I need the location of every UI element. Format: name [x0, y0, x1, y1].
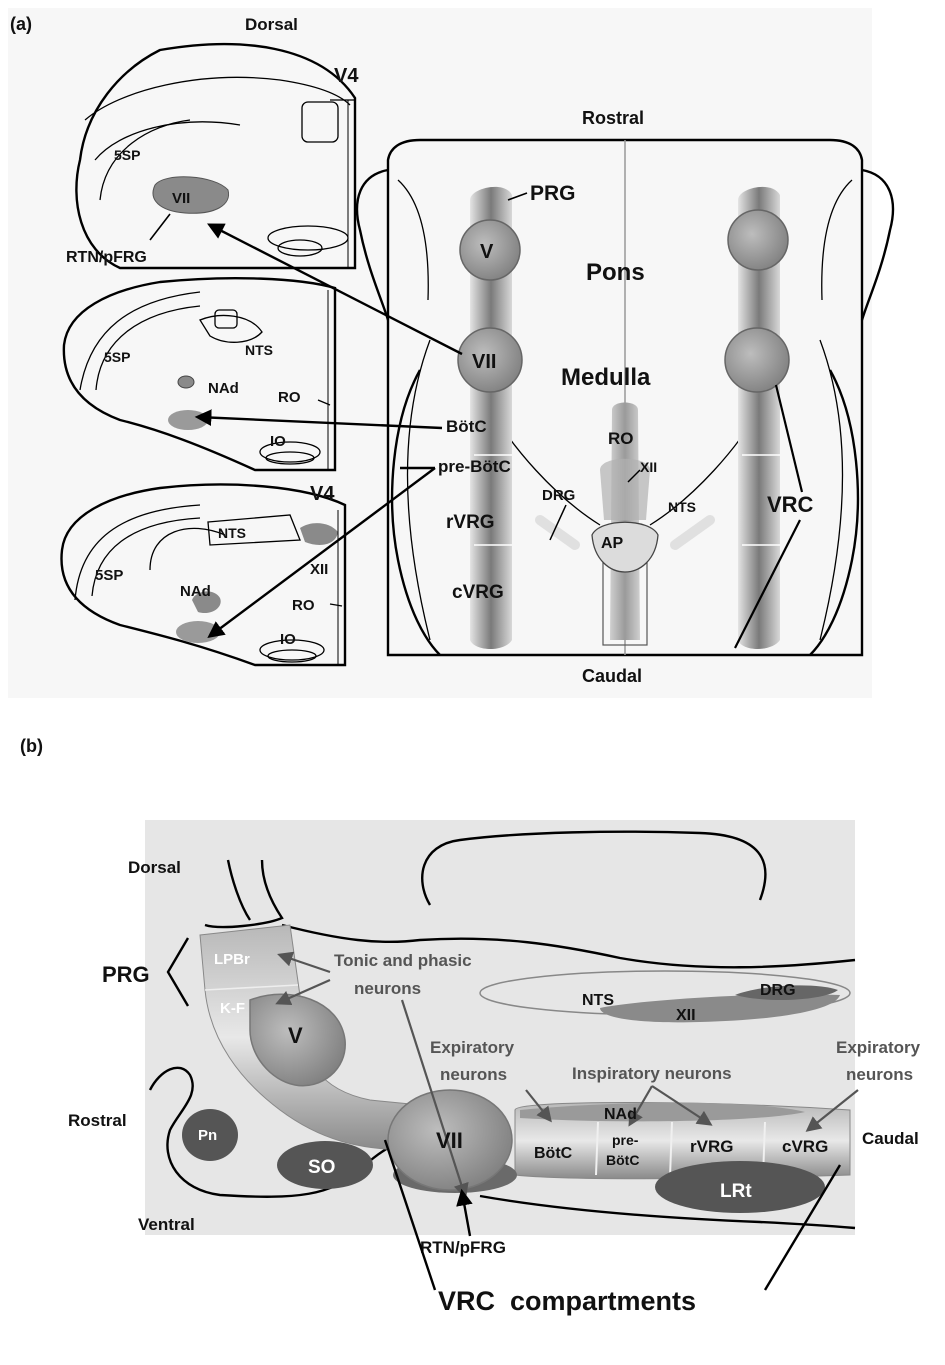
ventral-label-b: Ventral	[138, 1215, 195, 1234]
section-1-5sp-label: 5SP	[114, 147, 140, 163]
prebotc-label-a: pre-BötC	[438, 457, 511, 476]
dorsal-label-b: Dorsal	[128, 858, 181, 877]
botc-label-b: BötC	[534, 1145, 573, 1162]
so-label: SO	[308, 1157, 335, 1178]
inspiratory-label: Inspiratory neurons	[572, 1064, 732, 1083]
caudal-label-a: Caudal	[582, 666, 642, 686]
section-3-xii-label: XII	[310, 561, 328, 578]
right-vii-nucleus	[725, 328, 789, 392]
section-3-nad-label: NAd	[180, 583, 211, 600]
xii-label-a: XII	[640, 459, 657, 475]
caudal-label-b: Caudal	[862, 1129, 919, 1148]
section-2-nad-label: NAd	[208, 380, 239, 397]
cvrg-label-b: cVRG	[782, 1137, 828, 1156]
rvrg-label-b: rVRG	[690, 1137, 733, 1156]
right-v-nucleus	[728, 210, 788, 270]
kf-label: K-F	[220, 1000, 245, 1017]
nad-label-b: NAd	[604, 1106, 637, 1123]
section-1-rtn-label: RTN/pFRG	[66, 249, 147, 266]
section-2-io-label: IO	[270, 433, 286, 450]
panel-b: (b) Dorsal PRG LPBr	[20, 736, 921, 1316]
section-2-nad-dot	[178, 376, 194, 388]
prg-label-b: PRG	[102, 962, 150, 987]
section-3-ro-label: RO	[292, 597, 315, 614]
section-3-v4-label: V4	[310, 483, 335, 505]
section-3-io-label: IO	[280, 631, 296, 648]
section-2-5sp-label: 5SP	[104, 349, 130, 365]
rvrg-label-a: rVRG	[446, 512, 495, 533]
vrc-label-a: VRC	[767, 492, 814, 517]
vii-label-b: VII	[436, 1128, 463, 1153]
botc-label-a: BötC	[446, 417, 487, 436]
nts-label-b: NTS	[582, 992, 614, 1009]
panel-b-tag: (b)	[20, 736, 43, 756]
xii-label-b: XII	[676, 1007, 696, 1024]
pons-label: Pons	[586, 259, 645, 286]
panel-a: (a) Dorsal V4 5SP VII RTN/pFRG	[8, 8, 893, 698]
exp-left-label-2: neurons	[440, 1065, 507, 1084]
prebotc-label-b-1: pre-	[612, 1132, 639, 1148]
nts-label-a: NTS	[668, 499, 696, 515]
lrt-label: LRt	[720, 1181, 752, 1202]
section-1-v4-label: V4	[334, 65, 359, 87]
exp-left-label-1: Expiratory	[430, 1038, 515, 1057]
vrc-compartments-label: VRC compartments	[438, 1286, 696, 1316]
prebotc-label-b-2: BötC	[606, 1152, 639, 1168]
prg-label-a: PRG	[530, 182, 576, 205]
section-3-5sp-label: 5SP	[95, 567, 123, 584]
v-label-b: V	[288, 1023, 303, 1048]
panel-a-tag: (a)	[10, 14, 32, 34]
dorsal-label-a: Dorsal	[245, 15, 298, 34]
rtn-label-b: RTN/pFRG	[420, 1238, 506, 1257]
drg-label-b: DRG	[760, 982, 796, 999]
exp-right-label-1: Expiratory	[836, 1038, 921, 1057]
medulla-label: Medulla	[561, 364, 651, 391]
lpbr-label: LPBr	[214, 951, 250, 968]
pn-label: Pn	[198, 1127, 217, 1144]
ro-label-a: RO	[608, 429, 634, 448]
exp-right-label-2: neurons	[846, 1065, 913, 1084]
tonic-label-2: neurons	[354, 979, 421, 998]
drg-label-a: DRG	[542, 487, 575, 504]
ap-label-a: AP	[601, 535, 624, 552]
tonic-label-1: Tonic and phasic	[334, 951, 472, 970]
v-label-a: V	[480, 241, 494, 263]
section-3-nts-label: NTS	[218, 525, 246, 541]
section-2-nts-label: NTS	[245, 342, 273, 358]
rostral-label-b: Rostral	[68, 1111, 127, 1130]
section-2-ro-label: RO	[278, 389, 301, 406]
section-2-botc-region	[168, 410, 208, 430]
cvrg-label-a: cVRG	[452, 582, 504, 603]
section-1-vii-label: VII	[172, 190, 190, 207]
vii-label-a: VII	[472, 351, 496, 373]
rostral-label-a: Rostral	[582, 108, 644, 128]
